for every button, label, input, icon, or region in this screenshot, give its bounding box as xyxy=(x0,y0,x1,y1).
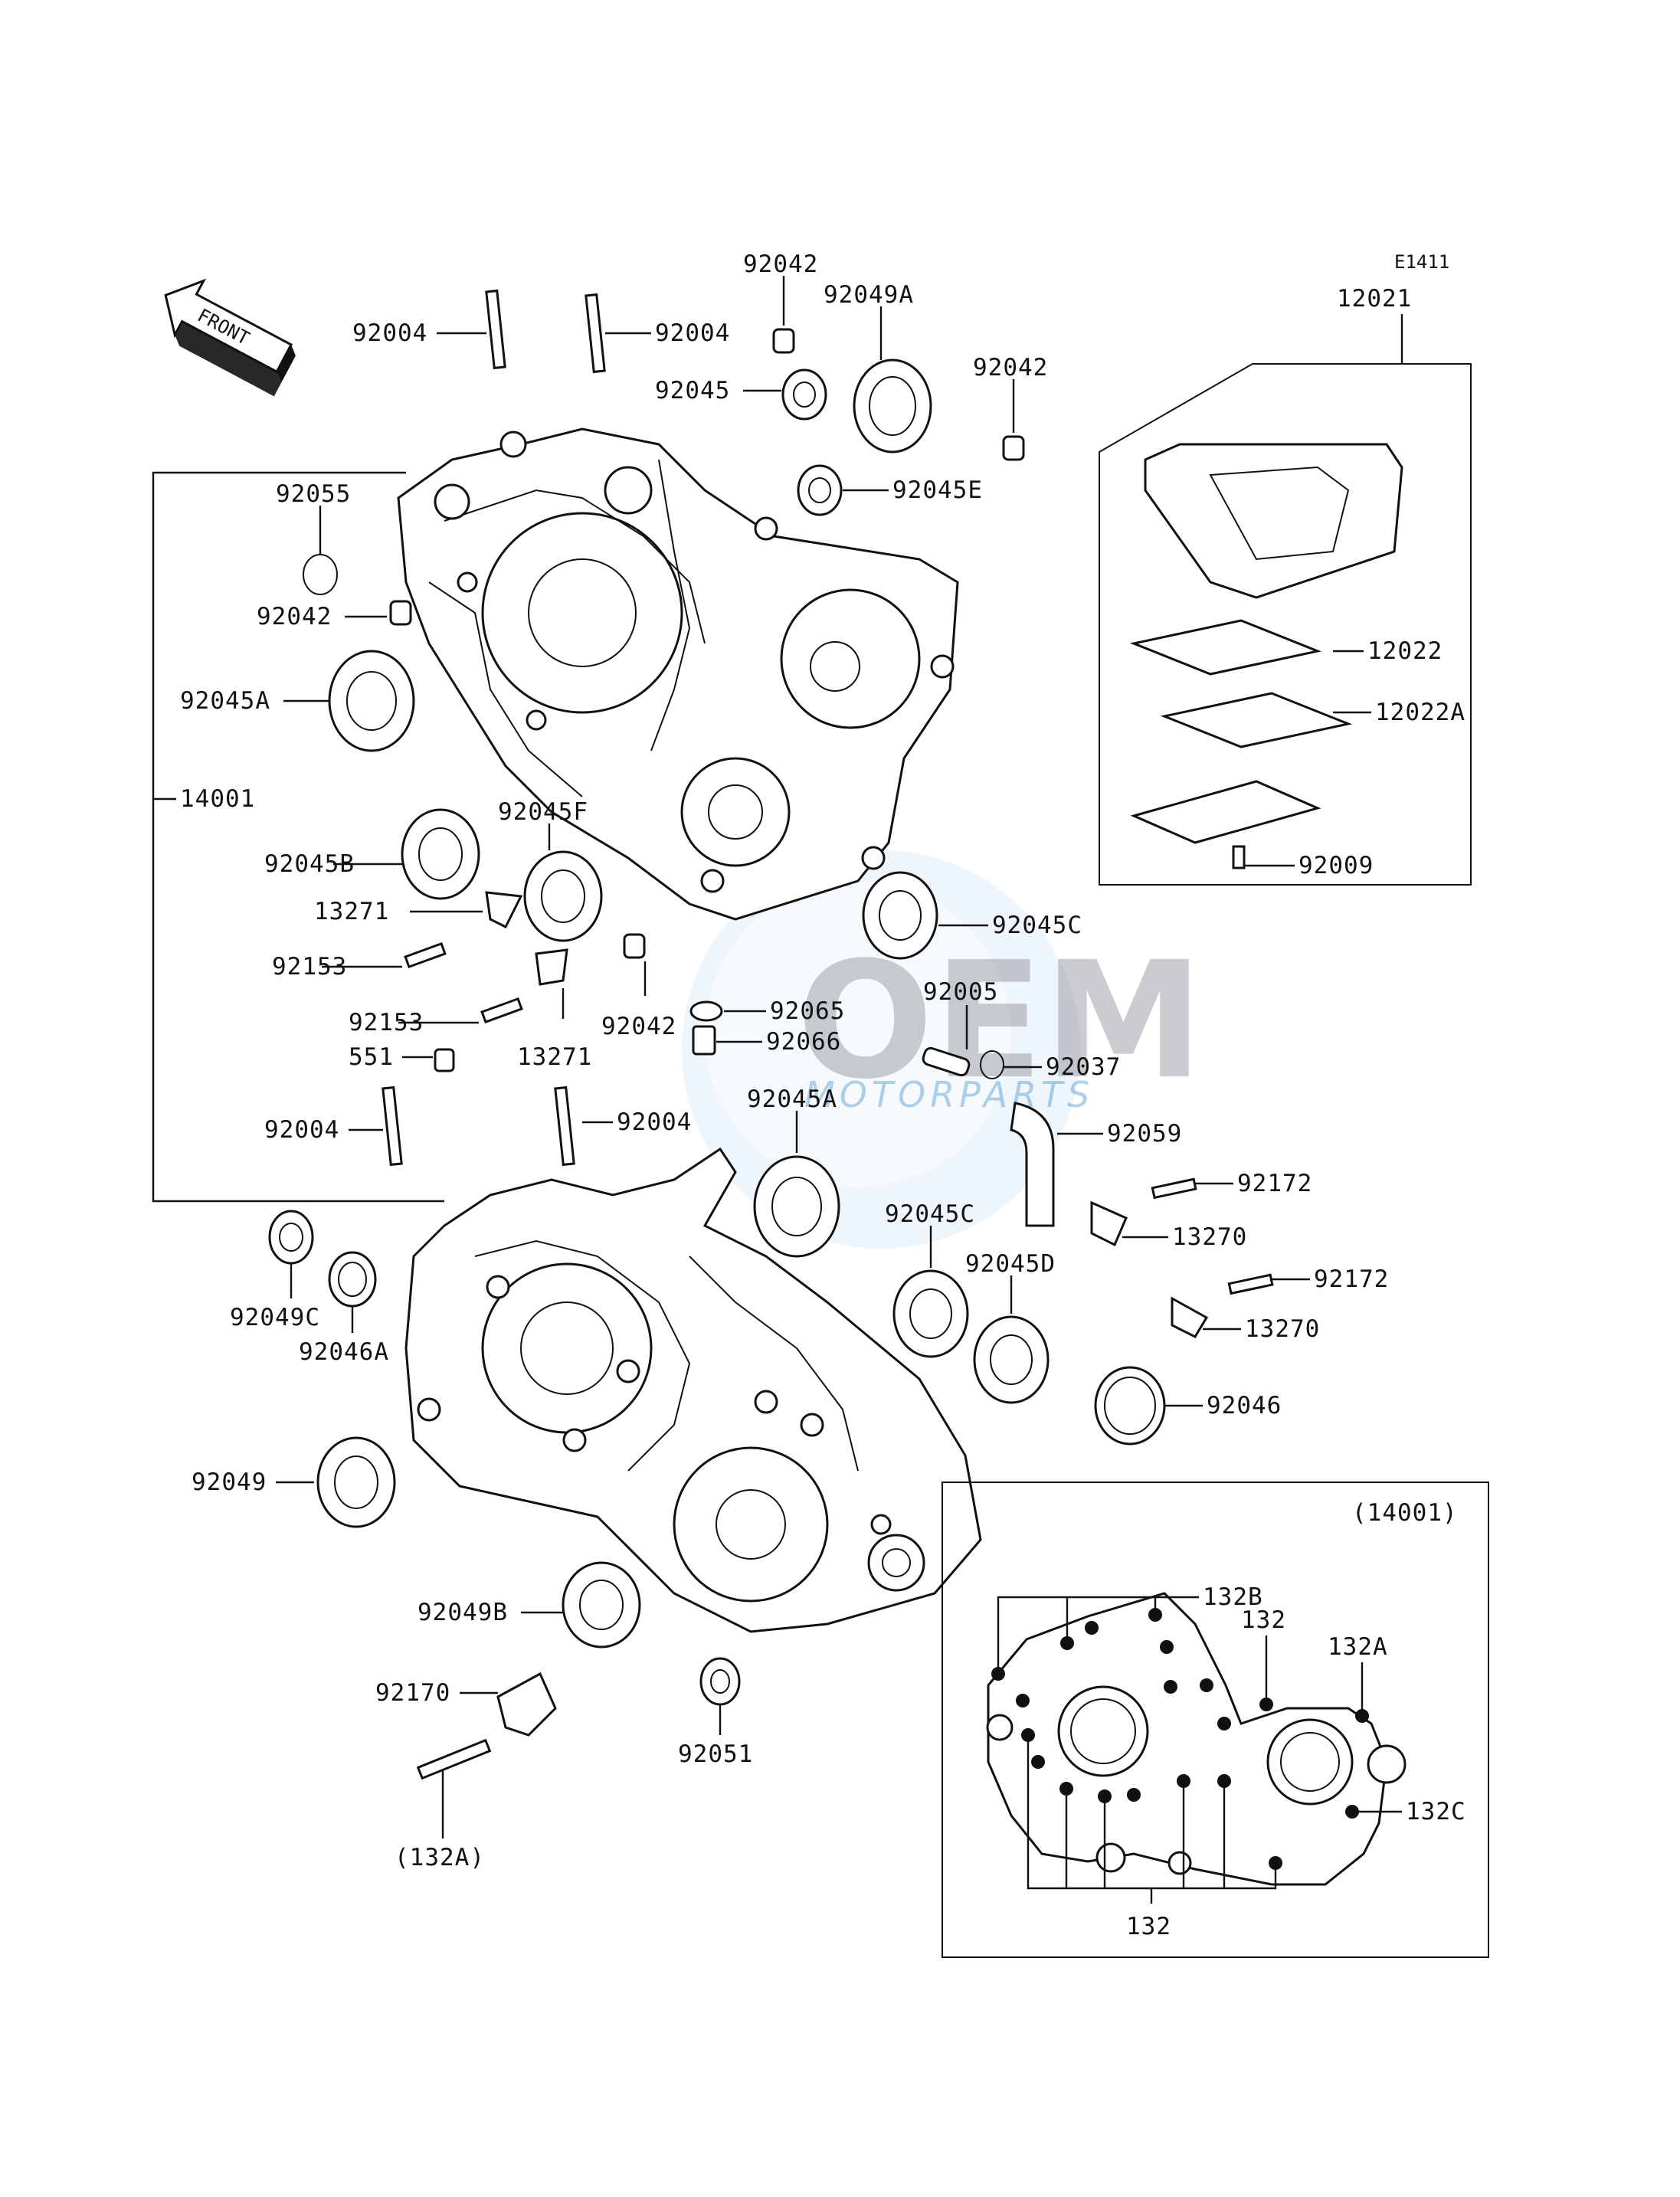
label-92153-b: 92153 xyxy=(349,1009,424,1036)
label-92042-top: 92042 xyxy=(743,250,818,278)
label-92051: 92051 xyxy=(678,1740,753,1768)
inset-labels: (14001) 132B 132 132A 132C 132 xyxy=(1126,1499,1466,1940)
inset-bolt-dots xyxy=(991,1608,1369,1870)
label-92037: 92037 xyxy=(1046,1053,1121,1081)
label-92046: 92046 xyxy=(1207,1392,1282,1419)
label-92170: 92170 xyxy=(375,1679,450,1707)
label-132A-ref: (132A) xyxy=(395,1844,485,1871)
label-92055: 92055 xyxy=(276,480,351,508)
inset-label-132-bottom: 132 xyxy=(1126,1913,1171,1940)
label-12022A: 12022A xyxy=(1375,699,1465,726)
label-92045A-top: 92045A xyxy=(180,687,270,715)
label-92045C-top: 92045C xyxy=(992,912,1082,939)
leader-lines xyxy=(276,276,1371,1838)
inset-label-132A: 132A xyxy=(1328,1633,1388,1661)
label-92065: 92065 xyxy=(770,997,845,1025)
upper-crankcase-half xyxy=(397,427,959,921)
watermark: OEM MOTORPARTS xyxy=(682,850,1204,1249)
label-92049: 92049 xyxy=(192,1468,267,1496)
label-92045B: 92045B xyxy=(264,850,355,878)
label-92045A-low: 92045A xyxy=(747,1085,837,1113)
label-14001: 14001 xyxy=(180,785,255,813)
label-92009: 92009 xyxy=(1298,852,1374,879)
label-551: 551 xyxy=(349,1043,394,1071)
label-13270-a: 13270 xyxy=(1172,1223,1247,1251)
label-92045F: 92045F xyxy=(498,798,588,826)
label-92172-b: 92172 xyxy=(1314,1265,1389,1293)
label-13271-b: 13271 xyxy=(517,1043,592,1071)
label-92049C: 92049C xyxy=(230,1304,320,1331)
inset-box xyxy=(942,1482,1489,1958)
label-13270-b: 13270 xyxy=(1245,1315,1320,1343)
label-92049A: 92049A xyxy=(824,281,914,309)
label-92042-right: 92042 xyxy=(973,354,1048,381)
label-92004-top-right: 92004 xyxy=(655,319,730,347)
label-92004-bottom-left: 92004 xyxy=(264,1116,339,1144)
inset-title: (14001) xyxy=(1352,1499,1458,1527)
part-labels: 92042 92049A 92004 92004 92045 92042 920… xyxy=(180,250,1465,1871)
reed-valve-group xyxy=(1099,314,1472,886)
inset-label-132B: 132B xyxy=(1203,1583,1263,1611)
label-92042-left: 92042 xyxy=(257,603,332,630)
label-92066: 92066 xyxy=(766,1028,841,1056)
label-92046A: 92046A xyxy=(299,1338,389,1366)
label-13271-a: 13271 xyxy=(314,898,389,925)
label-92042-mid: 92042 xyxy=(601,1013,676,1040)
label-12021: 12021 xyxy=(1337,285,1412,313)
label-92049B: 92049B xyxy=(418,1599,508,1626)
label-92045D: 92045D xyxy=(965,1250,1056,1278)
inset-leader-lines xyxy=(997,1596,1402,1904)
studs-dowels-bolts xyxy=(382,289,1274,1780)
label-92059: 92059 xyxy=(1107,1120,1182,1148)
inset-label-132-top: 132 xyxy=(1241,1606,1286,1634)
label-92172-a: 92172 xyxy=(1237,1170,1312,1197)
label-92045C-low: 92045C xyxy=(885,1200,975,1228)
label-92153-a: 92153 xyxy=(272,953,347,981)
label-92045: 92045 xyxy=(655,377,730,404)
label-92004-top-left: 92004 xyxy=(352,319,427,347)
lower-crankcase-half xyxy=(404,1147,982,1633)
front-arrow-icon: FRONT xyxy=(164,278,296,397)
watermark-logo: OEM xyxy=(797,927,1204,1115)
diagram-code: E1411 xyxy=(1394,251,1449,273)
label-92045E: 92045E xyxy=(892,476,983,504)
bearings-and-seals xyxy=(268,359,1166,1706)
inset-label-132C: 132C xyxy=(1406,1798,1466,1825)
label-12022: 12022 xyxy=(1367,637,1443,665)
bracket-14001 xyxy=(152,471,444,1203)
label-92004-bottom-right: 92004 xyxy=(617,1108,692,1136)
watermark-subtitle: MOTORPARTS xyxy=(804,1074,1094,1115)
label-92005: 92005 xyxy=(923,978,998,1006)
